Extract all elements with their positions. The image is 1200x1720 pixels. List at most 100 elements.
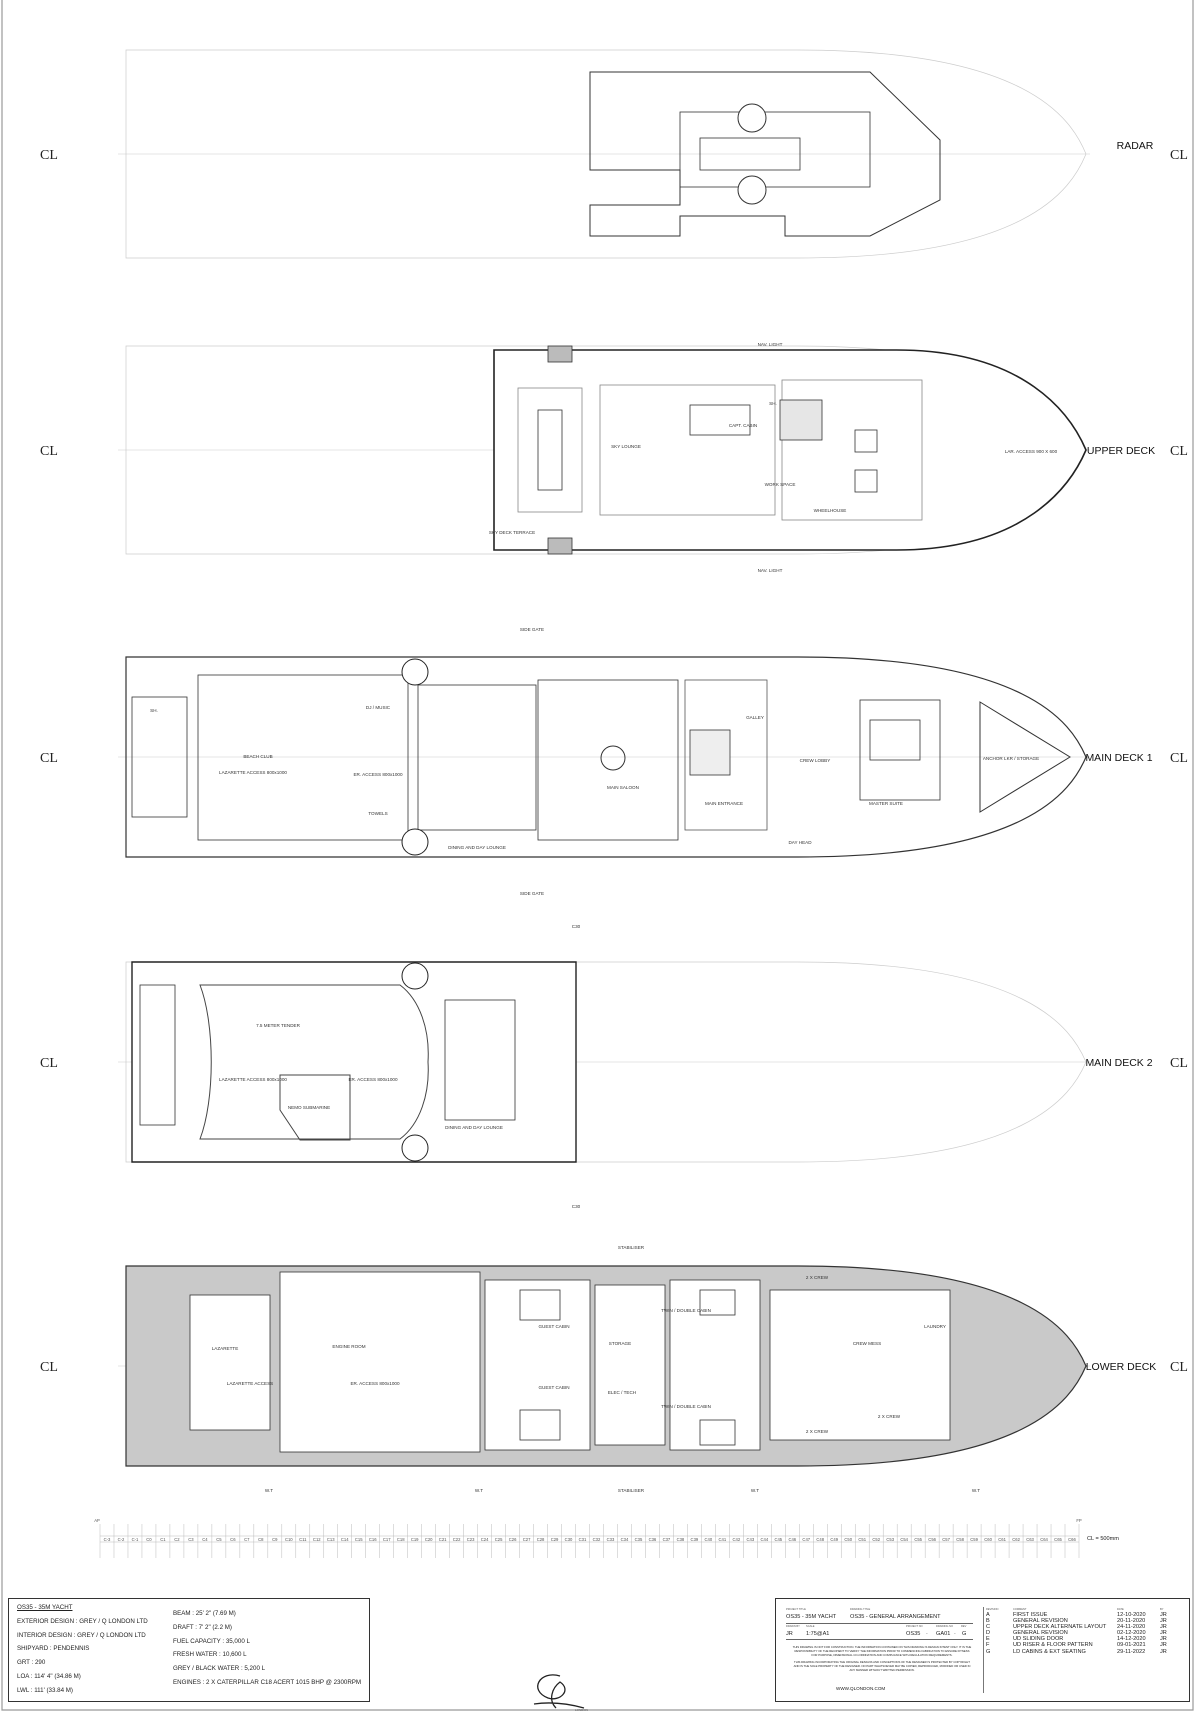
frame-label: C60 [984, 1537, 992, 1542]
frame-label: C30 [565, 1537, 573, 1542]
ruler-fp-label: FP [1076, 1518, 1082, 1523]
frame-label: C19 [411, 1537, 419, 1542]
upper-deck-labels: NAV. LIGHT NAV. LIGHT SKY LOUNGE CAPT. C… [489, 342, 1058, 573]
label-lazarette-access: LAZARETTE ACCESS 800x1000 [219, 770, 287, 775]
revision-cell: JR [1160, 1612, 1167, 1618]
frame-label: C3 [188, 1537, 194, 1542]
revision-cell: 20-11-2020 [1117, 1618, 1146, 1625]
upper-deck-plan [118, 345, 1090, 555]
frame-label: C12 [313, 1537, 321, 1542]
label-nav-light: NAV. LIGHT [758, 568, 783, 573]
spec-fresh-water: FRESH WATER : 10,600 L [173, 1651, 247, 1659]
anchor-locker [979, 701, 1071, 813]
revision-cell: 02-12-2020 [1117, 1630, 1146, 1637]
spec-exterior-design: EXTERIOR DESIGN : GREY / Q LONDON LTD [17, 1617, 148, 1625]
label-crew-mess: CREW MESS [853, 1341, 881, 1346]
label-guest-cabin: GUEST CABIN [538, 1385, 569, 1390]
spec-beam: BEAM : 25' 2" (7.69 M) [173, 1610, 236, 1617]
specifications-box: OS35 - 35M YACHT EXTERIOR DESIGN : GREY … [8, 1598, 370, 1702]
frame-label: C47 [802, 1537, 810, 1542]
label-frame-c30: C30 [572, 1204, 581, 1209]
frame-label: C65 [1054, 1537, 1062, 1542]
frame-label: C1 [160, 1537, 166, 1542]
label-stabiliser: STABILISER [618, 1488, 645, 1493]
revision-cell: JR [1160, 1642, 1167, 1649]
frame-label: C52 [872, 1537, 880, 1542]
frame-label: C40 [705, 1537, 713, 1542]
frame-label: C50 [844, 1537, 852, 1542]
revision-cell: LD CABINS & EXT SEATING [1013, 1648, 1086, 1655]
hull-outline [125, 49, 1087, 259]
revision-cell: 12-10-2020 [1117, 1612, 1146, 1618]
drawn-by: JR [786, 1631, 793, 1637]
project-no-label: PROJECT NO [906, 1625, 923, 1628]
frame-label: C13 [327, 1537, 335, 1542]
captain-cabin [779, 399, 823, 441]
dining-and-day-lounge [417, 684, 537, 831]
label-galley: GALLEY [746, 715, 764, 720]
frame-label: C46 [788, 1537, 796, 1542]
spec-draft: DRAFT : 7' 2" (2.2 M) [173, 1623, 232, 1631]
saloon-table [600, 745, 626, 771]
frame-label: C6 [230, 1537, 236, 1542]
frame-label: C36 [649, 1537, 657, 1542]
label-crew-cabin: 2 X CREW [806, 1275, 829, 1280]
frame-label: C18 [397, 1537, 405, 1542]
frame-label: C23 [467, 1537, 475, 1542]
ruler-ap-label: AP [94, 1518, 100, 1523]
frame-label: C8 [258, 1537, 264, 1542]
scale: 1:75@A1 [806, 1631, 830, 1637]
label-elec-tech: ELEC / TECH [608, 1390, 636, 1395]
radar-mast-platform [679, 111, 871, 188]
frame-label: C63 [1026, 1537, 1034, 1542]
frame-label: C39 [691, 1537, 699, 1542]
drawing-no-label: DRAWING NO [936, 1625, 954, 1628]
label-lazarette-access: LAZARETTE ACCESS 800x1000 [219, 1077, 287, 1082]
frame-label: C59 [970, 1537, 978, 1542]
tender-crane [547, 537, 573, 555]
label-main-saloon: MAIN SALOON [607, 785, 639, 790]
website-link[interactable]: WWW.QLONDON.COM [836, 1686, 886, 1691]
label-lar-access: LAR. ACCESS 900 X 600 [1005, 449, 1058, 454]
frame-label: C58 [956, 1537, 964, 1542]
frame-label: C9 [272, 1537, 278, 1542]
dining-table [537, 409, 563, 491]
frame-label: C56 [928, 1537, 936, 1542]
centerline-symbol: CL [40, 148, 58, 163]
spec-title: OS35 - 35M YACHT [17, 1604, 73, 1611]
master-bed [869, 719, 921, 761]
frame-label: C10 [285, 1537, 293, 1542]
swim-platform [131, 696, 188, 818]
frame-label: C45 [774, 1537, 782, 1542]
main-deck-2-aft-section [131, 961, 577, 1163]
frame-label: C-3 [104, 1537, 111, 1542]
frame-label: C-1 [132, 1537, 139, 1542]
deck-title-lower: LOWER DECK [1086, 1361, 1157, 1373]
frame-label: C4 [202, 1537, 208, 1542]
project-title: OS35 - 35M YACHT [786, 1614, 837, 1620]
revision-cell: GENERAL REVISION [1013, 1618, 1068, 1625]
frame-label: C48 [816, 1537, 824, 1542]
revision-cell: UD RISER & FLOOR PATTERN [1013, 1642, 1093, 1649]
frame-label: C55 [914, 1537, 922, 1542]
revision-cell: GENERAL REVISION [1013, 1630, 1068, 1637]
sky-lounge [599, 384, 776, 516]
label-master-suite: MASTER SUITE [869, 801, 903, 806]
spec-grt: GRT : 290 [17, 1659, 46, 1667]
frame-label: C57 [942, 1537, 950, 1542]
frame-label: C25 [495, 1537, 503, 1542]
label-crew-lobby: CREW LOBBY [800, 758, 831, 763]
revision-cell: UD SLIDING DOOR [1013, 1636, 1064, 1643]
label-watertight: W.T [972, 1488, 980, 1493]
label-watertight: W.T [751, 1488, 759, 1493]
label-towels: TOWELS [368, 811, 387, 816]
revision-cell: D [986, 1630, 991, 1637]
frame-label: C24 [481, 1537, 489, 1542]
drawn-by-label: DRAWN BY [786, 1625, 800, 1628]
label-er-access: ER. ACCESS 800x1000 [348, 1077, 397, 1082]
antenna-mount [699, 137, 801, 171]
revision-cell: JR [1160, 1624, 1167, 1631]
